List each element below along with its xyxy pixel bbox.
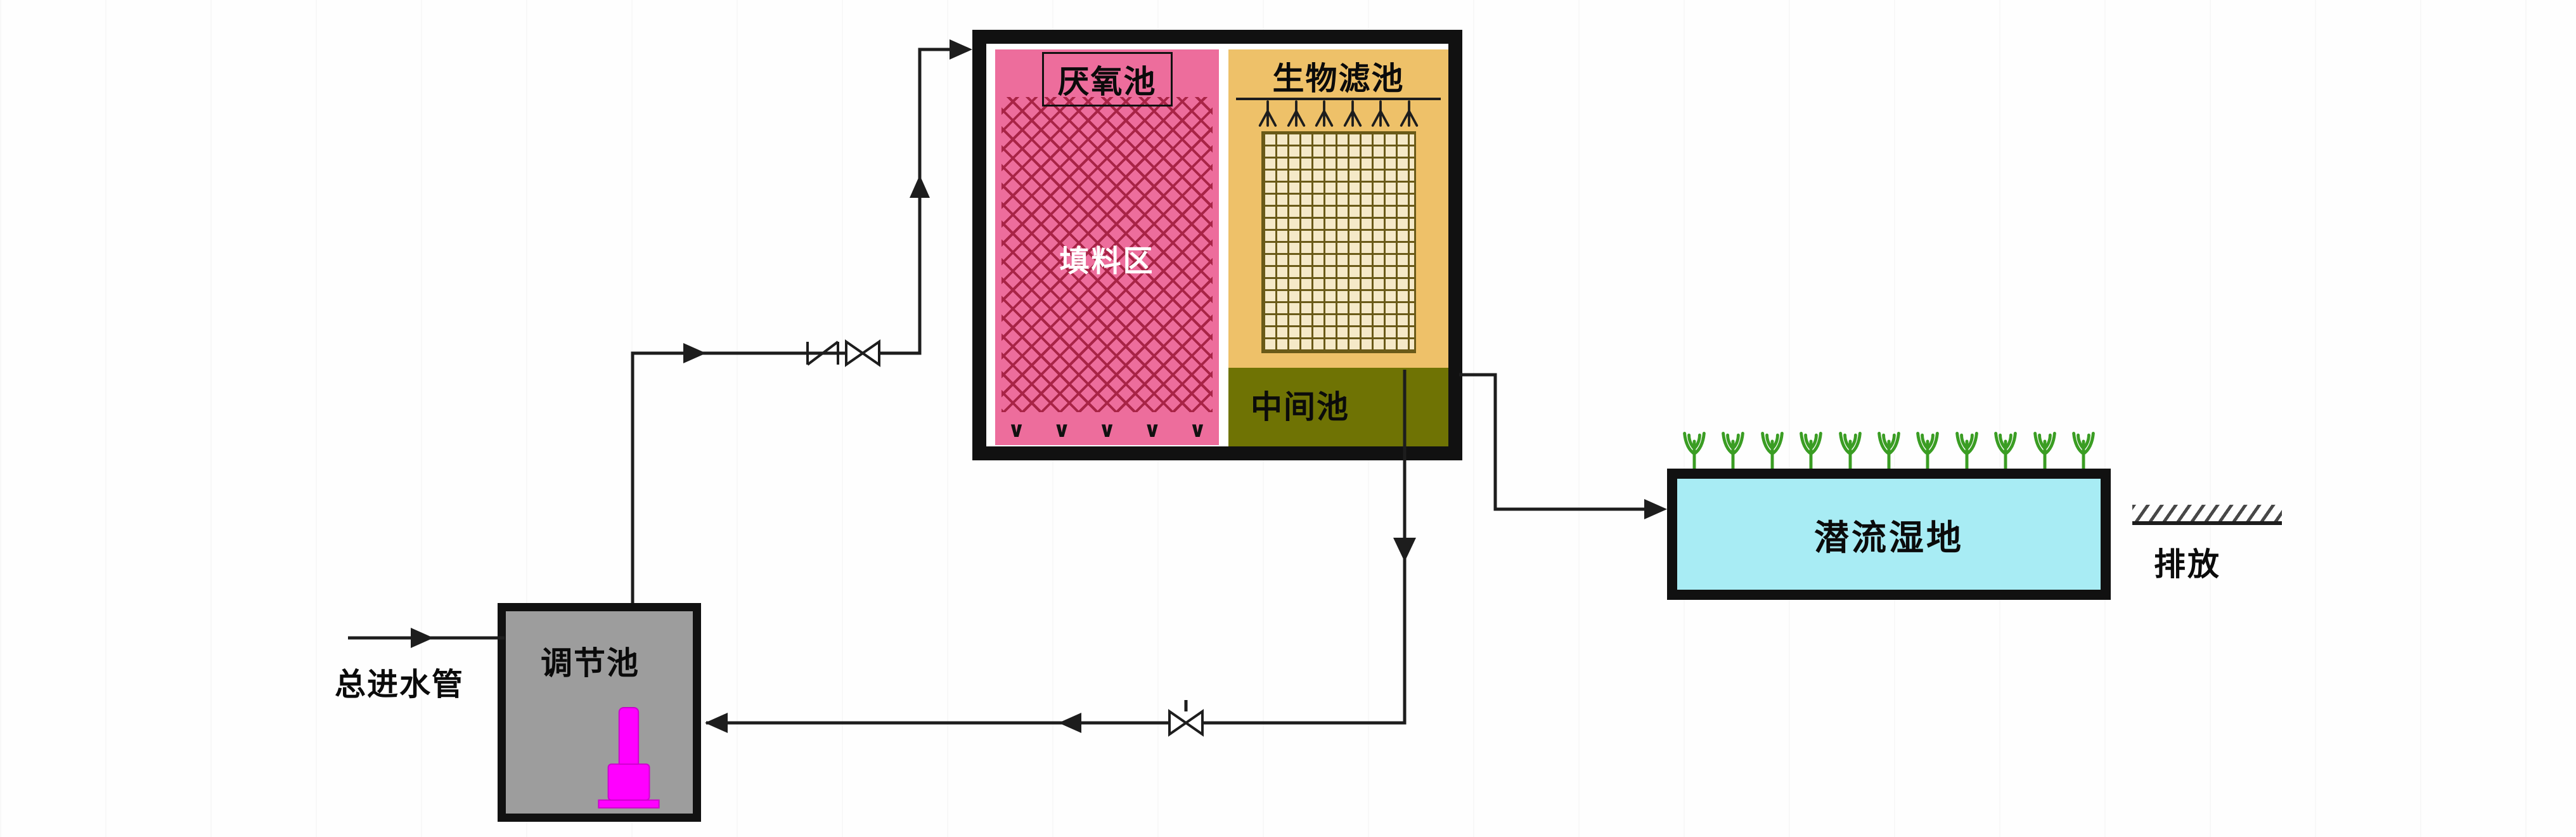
gate-valve-feed-icon [845, 339, 880, 367]
spray-nozzle-icon [1287, 100, 1305, 127]
arrow-return-down [1393, 538, 1416, 562]
spray-nozzle-icon [1258, 100, 1277, 127]
regulating-tank-label: 调节池 [541, 645, 640, 682]
arrow-feed-into-box [950, 39, 972, 60]
regulating-tank: 调节池 [498, 603, 701, 822]
plant-icon [2072, 431, 2095, 470]
wetland-tank-label: 潜流湿地 [1813, 517, 1964, 558]
plant-icon [1800, 431, 1823, 470]
spray-nozzle-icon [1315, 100, 1334, 127]
submersible-pump-icon [598, 707, 660, 808]
spray-nozzles [1257, 100, 1420, 131]
arrow-return-left [1059, 713, 1081, 733]
pipe-feed [631, 48, 967, 603]
gate-valve-return-icon [1168, 709, 1204, 737]
spray-distribution-pipe [1236, 98, 1441, 100]
anaerobic-tank-label: 厌氧池 [1041, 52, 1173, 107]
plant-icon [1683, 431, 1706, 470]
arrow-into-regulating [705, 713, 728, 733]
arrow-feed-right [683, 343, 706, 363]
plant-icon [1994, 431, 2017, 470]
wetland-tank: 潜流湿地 [1667, 469, 2111, 600]
arrow-into-wetland [1644, 499, 1667, 519]
anaerobic-tank: 厌氧池 填料区 ∨ ∨ ∨ ∨ ∨ [995, 49, 1219, 445]
discharge-label: 排放 [2154, 546, 2221, 583]
filter-media-grid [1261, 131, 1416, 353]
biofilter-tank: 生物滤池 [1228, 49, 1448, 368]
intermediate-tank: 中间池 [1228, 368, 1448, 446]
treatment-unit-box: 厌氧池 填料区 ∨ ∨ ∨ ∨ ∨ 生物滤池 [972, 30, 1462, 460]
pipe-to-wetland [1459, 373, 1663, 511]
spray-nozzle-icon [1372, 100, 1390, 127]
plant-icon [1838, 431, 1862, 470]
packing-zone-hatch [1001, 97, 1213, 412]
check-valve-icon [806, 341, 839, 366]
packing-zone-label: 填料区 [1059, 244, 1155, 279]
arrow-feed-up [910, 175, 930, 198]
ground-hatch-icon [2132, 505, 2282, 525]
spray-nozzle-icon [1400, 100, 1419, 127]
plant-icon [1760, 431, 1784, 470]
plant-icon [1722, 431, 1745, 470]
spray-nozzle-icon [1343, 100, 1362, 127]
wetland-plants [1681, 427, 2097, 470]
anaerobic-distributor-marks: ∨ ∨ ∨ ∨ ∨ [1007, 417, 1207, 443]
biofilter-tank-label: 生物滤池 [1272, 60, 1405, 97]
plant-icon [2033, 431, 2056, 470]
plant-icon [1955, 431, 1978, 470]
arrow-inlet [411, 628, 434, 648]
plant-icon [1877, 431, 1900, 470]
inlet-pipe-label: 总进水管 [335, 666, 465, 703]
plant-icon [1916, 431, 1940, 470]
intermediate-tank-label: 中间池 [1251, 389, 1349, 425]
